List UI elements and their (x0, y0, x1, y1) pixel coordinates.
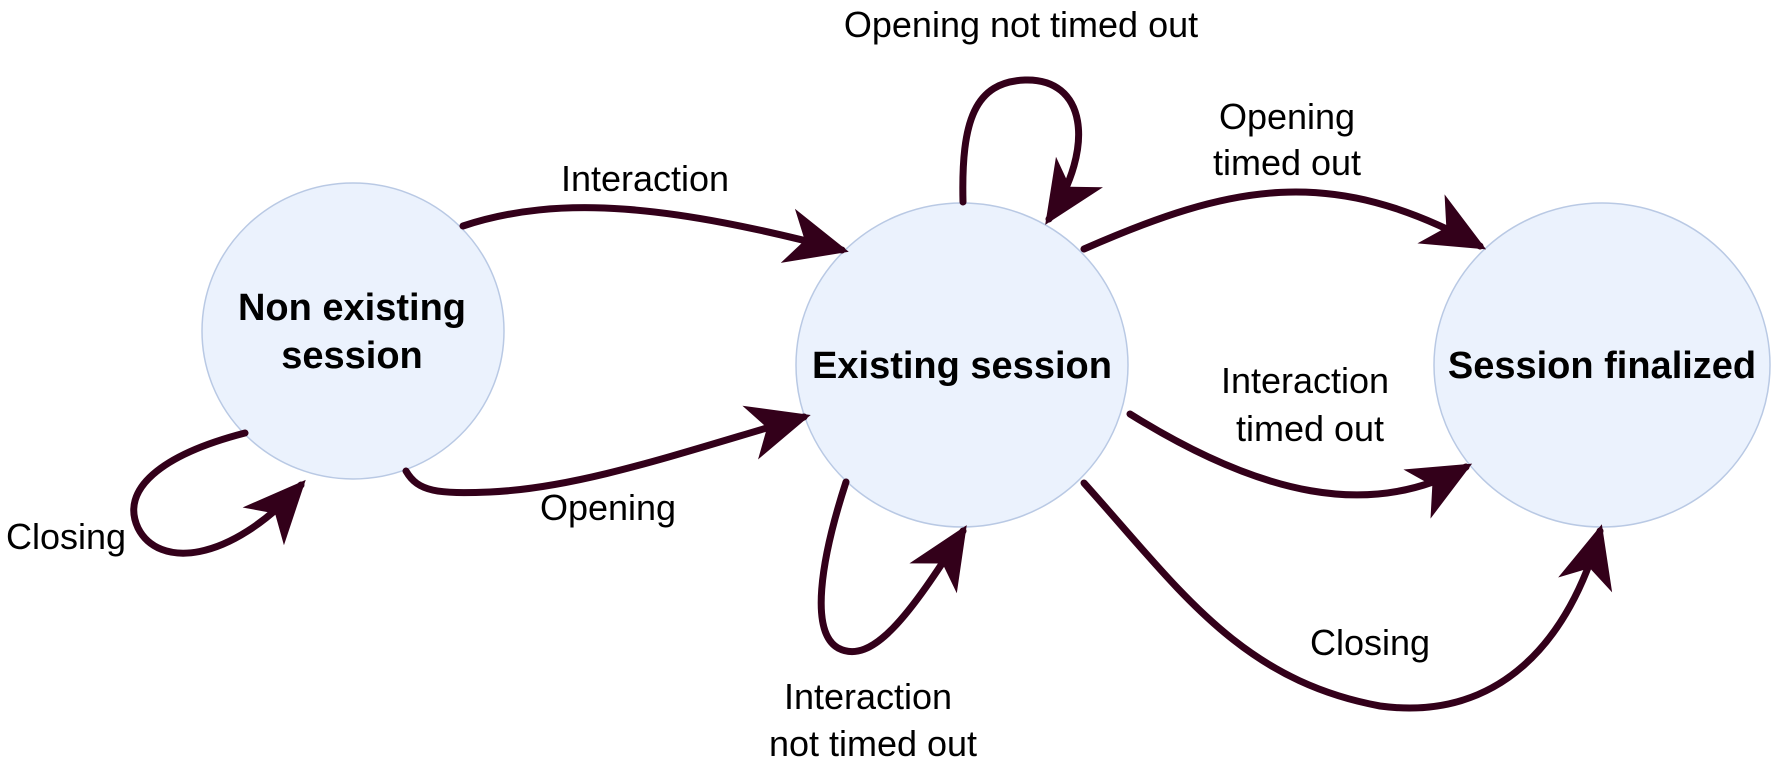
label-non-to-existing-interaction: Interaction (561, 158, 729, 199)
label-existing-self-interaction-line1: Interaction (784, 676, 952, 717)
label-existing-to-final-opening-line2: timed out (1213, 142, 1361, 183)
edge-non-to-existing-interaction (459, 204, 849, 263)
label-existing-self-interaction-line2: not timed out (769, 723, 977, 764)
edge-non-to-existing-opening (402, 405, 811, 497)
state-finalized-label: Session finalized (1448, 345, 1756, 387)
edge-existing-to-final-opening (1080, 188, 1487, 253)
label-existing-to-final-interaction-line1: Interaction (1221, 360, 1389, 401)
state-non-existing-session: Non existing session (201, 182, 505, 480)
edge-non-self-closing (130, 429, 306, 557)
edge-existing-to-final-closing (1080, 479, 1613, 712)
state-existing-session: Existing session (795, 202, 1129, 528)
state-existing-label: Existing session (812, 345, 1112, 387)
label-existing-to-final-interaction-line2: timed out (1236, 408, 1384, 449)
state-session-finalized: Session finalized (1433, 202, 1771, 528)
state-non-existing-label-line2: session (281, 335, 423, 377)
edge-existing-self-interaction (817, 478, 967, 656)
state-non-existing-circle (201, 182, 505, 480)
label-existing-to-final-closing: Closing (1310, 622, 1430, 663)
label-non-self-closing: Closing (6, 516, 126, 557)
state-non-existing-label-line1: Non existing (238, 287, 466, 329)
label-existing-self-opening: Opening not timed out (844, 4, 1198, 45)
edge-existing-to-final-interaction (1126, 410, 1473, 519)
label-existing-to-final-opening-line1: Opening (1219, 96, 1355, 137)
edge-existing-self-opening (959, 76, 1103, 225)
label-non-to-existing-opening: Opening (540, 487, 676, 528)
